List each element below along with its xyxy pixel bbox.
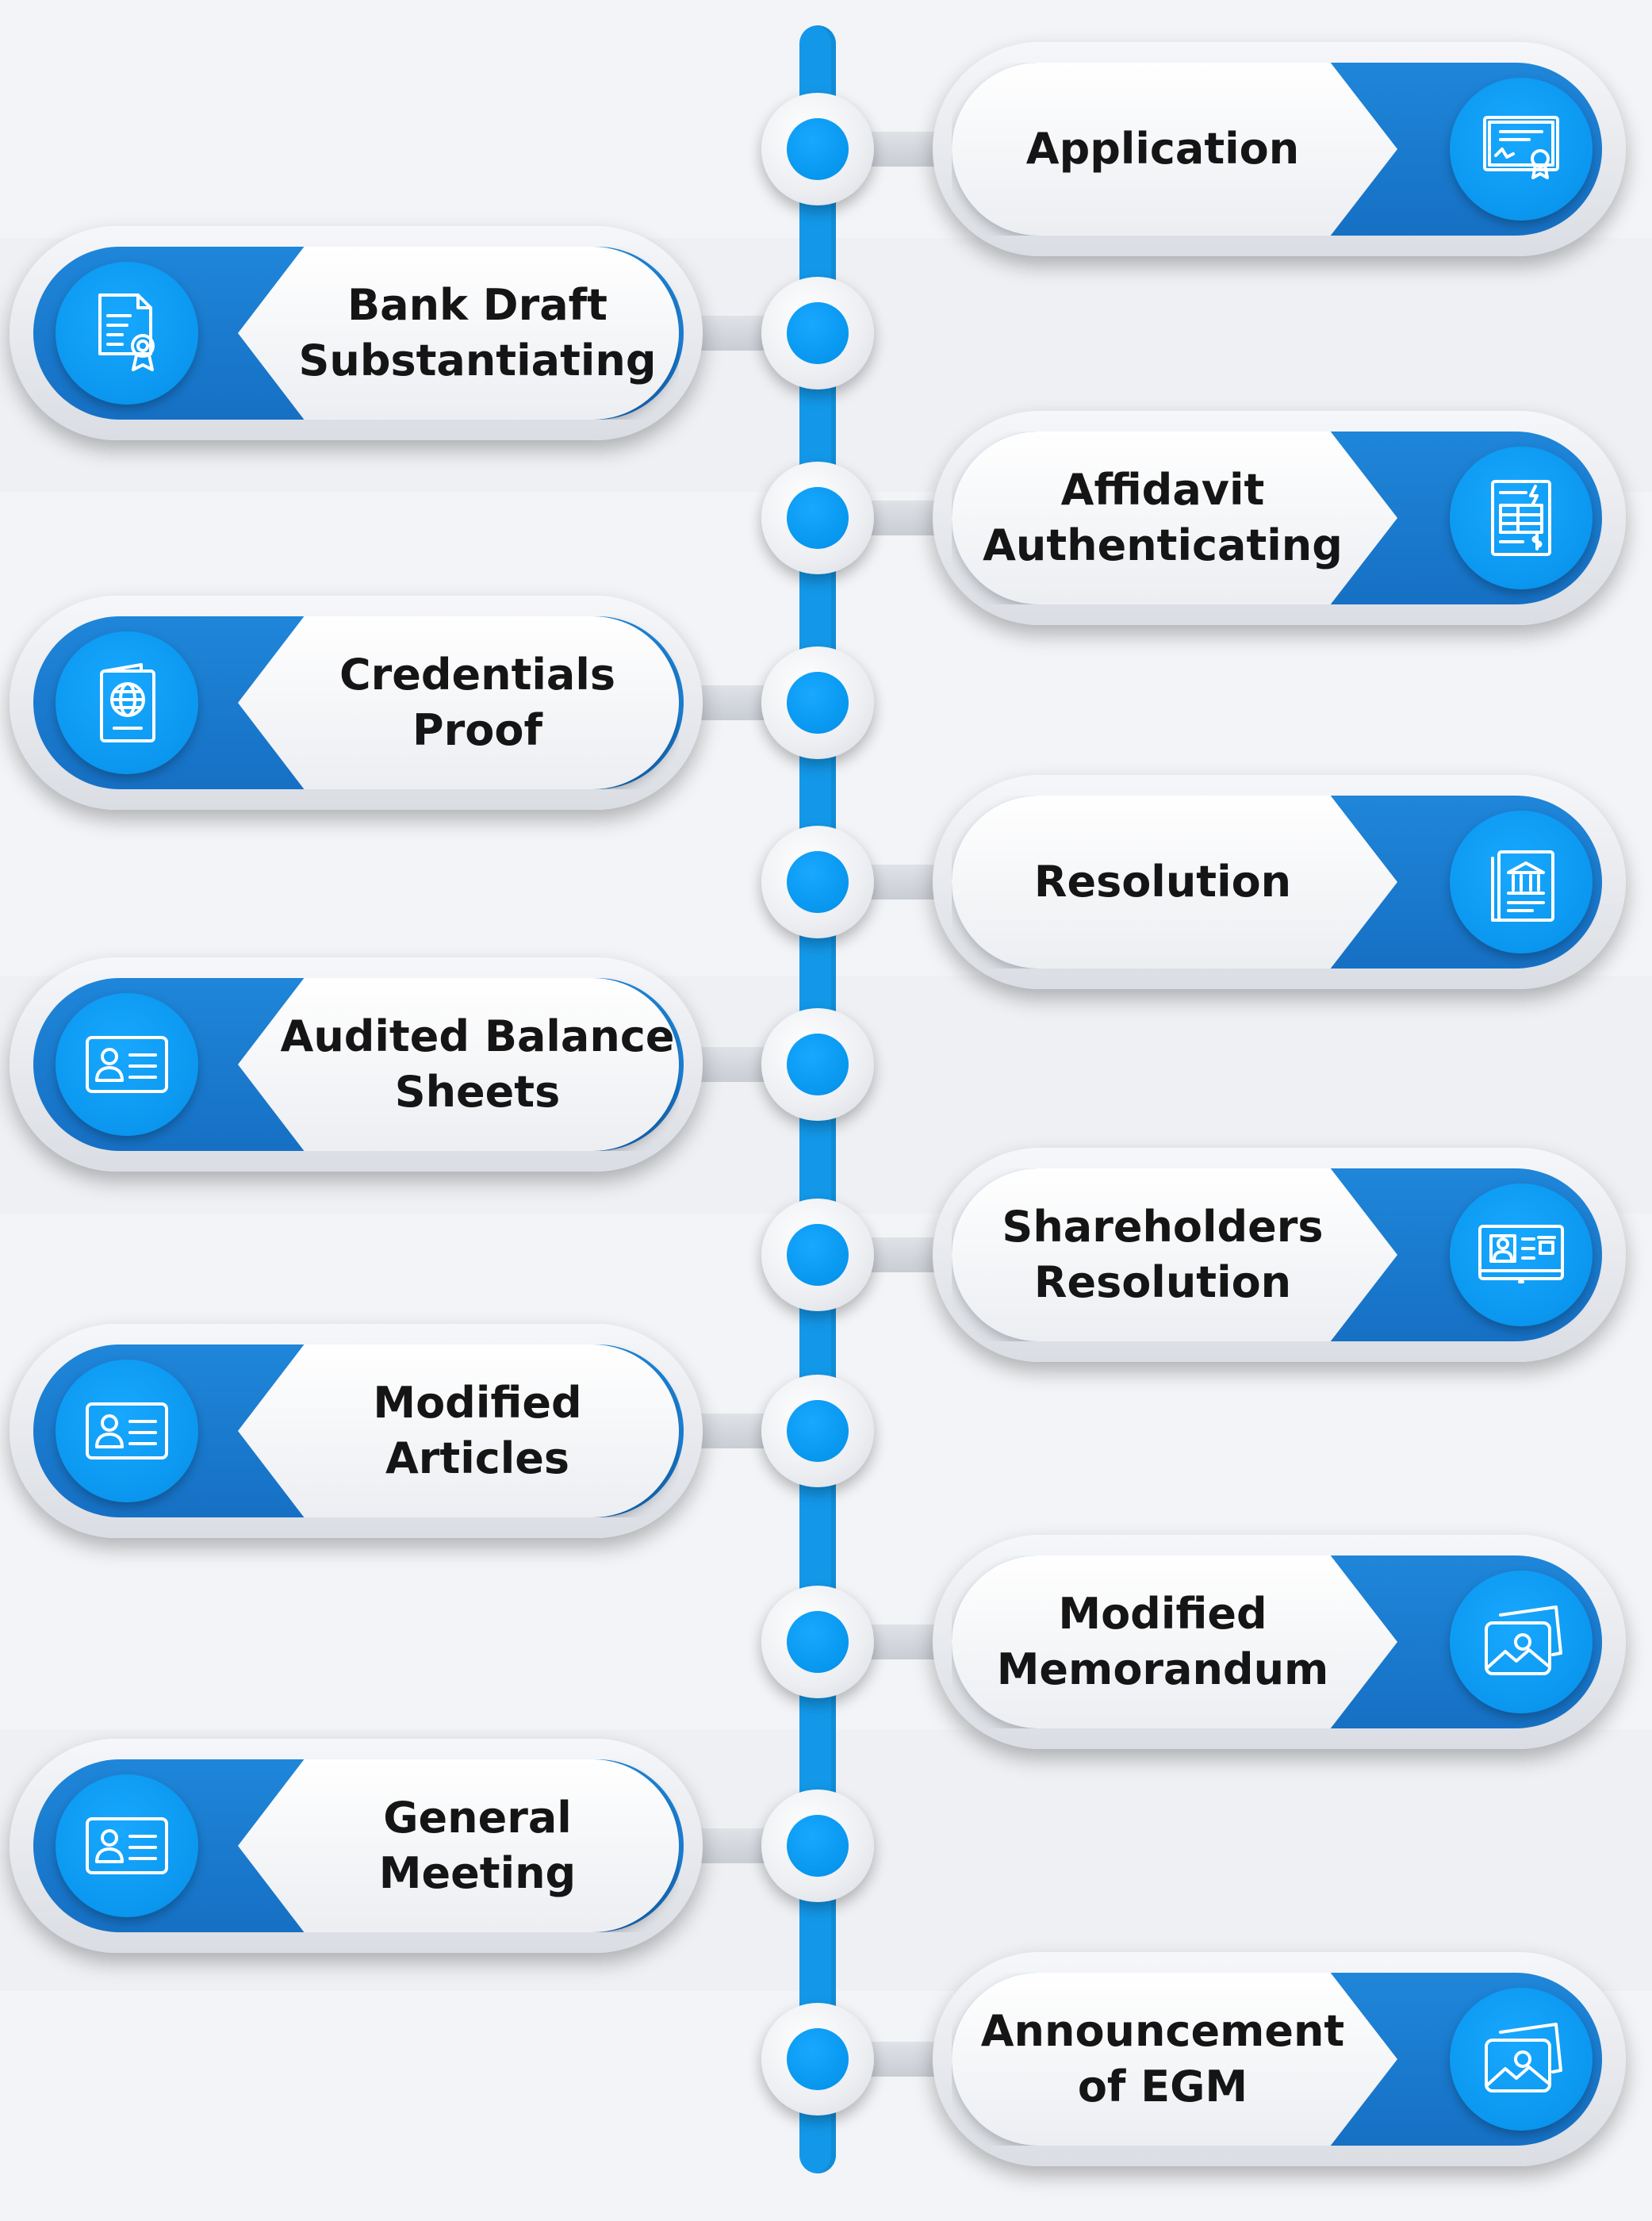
- timeline-node: [761, 826, 874, 938]
- timeline-node: [761, 277, 874, 389]
- step-card: General Meeting: [10, 1739, 703, 1953]
- icon-badge: [56, 262, 198, 405]
- timeline-node: [761, 1375, 874, 1487]
- step-label: Modified Memorandum: [996, 1589, 1329, 1694]
- timeline-node: [761, 1586, 874, 1698]
- icon-badge: [1450, 78, 1593, 221]
- timeline-node: [761, 2003, 874, 2116]
- timeline-node: [761, 1789, 874, 1902]
- card-label-plate: [952, 1555, 1397, 1728]
- icon-badge: [56, 993, 198, 1136]
- timeline-node-core: [787, 487, 849, 549]
- timeline-node-core: [787, 1815, 849, 1877]
- timeline-node: [761, 1199, 874, 1311]
- step-card: Modified Memorandum: [933, 1535, 1626, 1749]
- timeline-node-core: [787, 1224, 849, 1286]
- card-label-plate: [952, 63, 1397, 236]
- step-card: Bank Draft Substantiating: [10, 226, 703, 440]
- step-card: Modified Articles: [10, 1324, 703, 1538]
- step-card: Affidavit Authenticating: [933, 411, 1626, 625]
- timeline-node-core: [787, 1034, 849, 1095]
- card-label-plate: [238, 1759, 679, 1932]
- step-label: Application: [1025, 124, 1300, 174]
- step-label: General Meeting: [378, 1793, 577, 1898]
- step-label: Credentials Proof: [339, 650, 616, 755]
- step-card: Resolution: [933, 775, 1626, 989]
- card-label-plate: [238, 978, 679, 1151]
- step-label: Affidavit Authenticating: [983, 465, 1343, 570]
- step-label: Modified Articles: [373, 1378, 582, 1483]
- step-label: Announcement of EGM: [980, 2006, 1345, 2112]
- card-label-plate: [952, 796, 1397, 969]
- timeline-node-core: [787, 302, 849, 364]
- step-label: Bank Draft Substantiating: [298, 280, 657, 386]
- step-card: Announcement of EGM: [933, 1952, 1626, 2166]
- card-label-plate: [238, 1344, 679, 1517]
- timeline-node-core: [787, 851, 849, 913]
- icon-badge: [56, 1774, 198, 1917]
- card-label-plate: [952, 432, 1397, 604]
- timeline-node-core: [787, 118, 849, 180]
- icon-badge: [1450, 1183, 1593, 1326]
- step-label: Shareholders Resolution: [1002, 1202, 1324, 1307]
- icon-badge: [1450, 811, 1593, 953]
- card-label-plate: [952, 1973, 1397, 2146]
- card-label-plate: [238, 616, 679, 789]
- step-card: Credentials Proof: [10, 596, 703, 810]
- icon-badge: [56, 631, 198, 774]
- icon-badge: [1450, 447, 1593, 589]
- step-label: Resolution: [1033, 857, 1292, 907]
- icon-badge: [1450, 1571, 1593, 1713]
- timeline-node: [761, 646, 874, 759]
- timeline-node-core: [787, 1611, 849, 1673]
- card-label-plate: [952, 1168, 1397, 1341]
- timeline-node: [761, 1008, 874, 1121]
- step-card: Audited Balance Sheets: [10, 957, 703, 1172]
- timeline-node: [761, 93, 874, 205]
- step-label: Audited Balance Sheets: [280, 1011, 675, 1117]
- timeline-node-core: [787, 672, 849, 734]
- timeline-node-core: [787, 2028, 849, 2090]
- card-label-plate: [238, 247, 679, 420]
- icon-badge: [1450, 1988, 1593, 2131]
- icon-badge: [56, 1360, 198, 1502]
- step-card: Shareholders Resolution: [933, 1148, 1626, 1362]
- timeline-node: [761, 462, 874, 574]
- timeline-node-core: [787, 1400, 849, 1462]
- step-card: Application: [933, 42, 1626, 256]
